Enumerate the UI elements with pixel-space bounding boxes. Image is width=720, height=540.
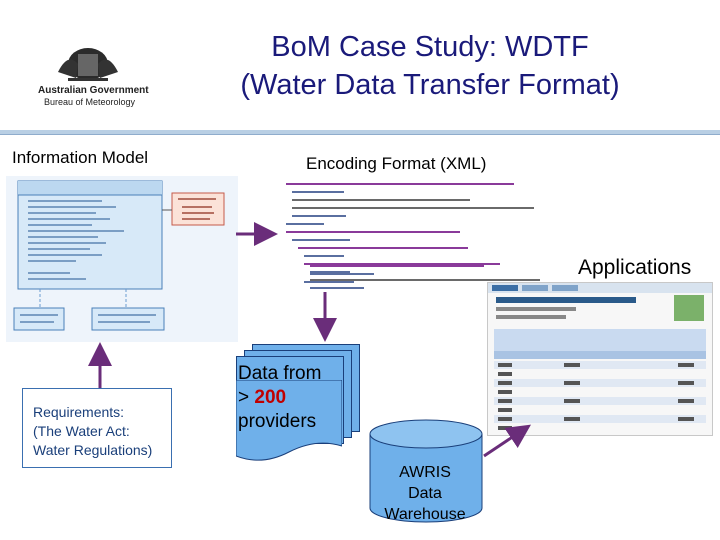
arrow-warehouse-to-applications	[484, 428, 526, 456]
